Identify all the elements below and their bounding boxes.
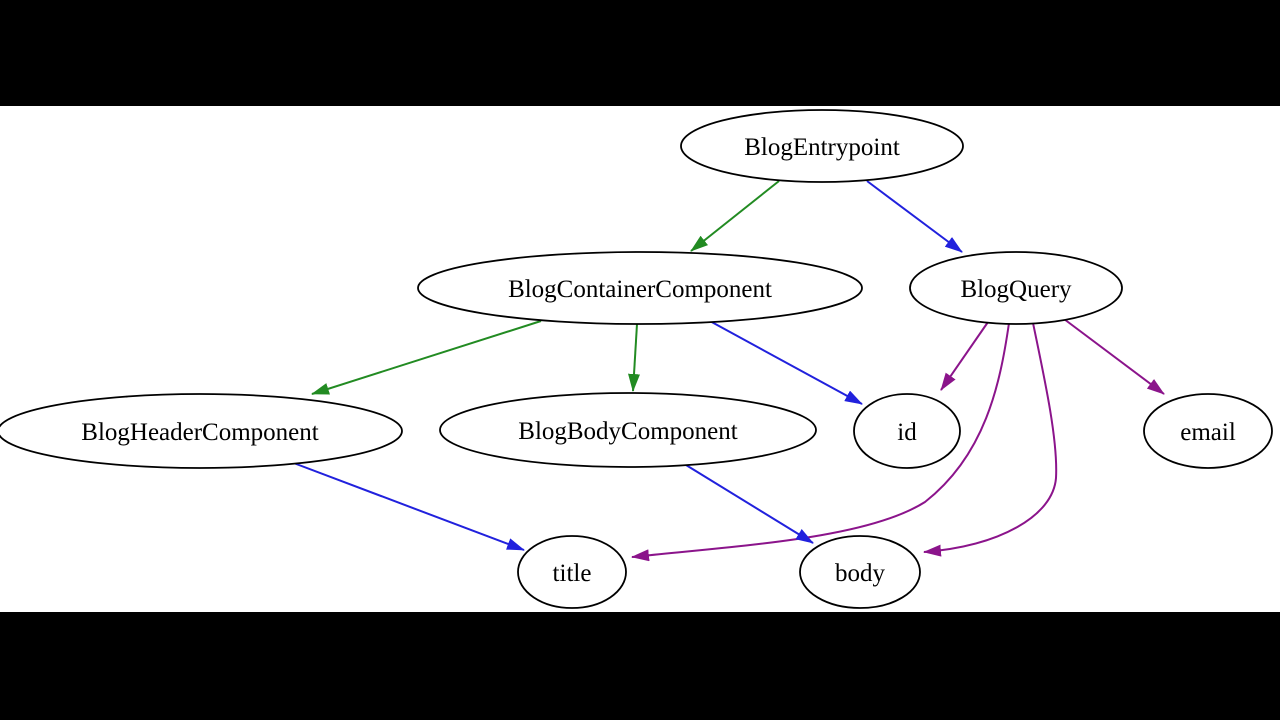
node-blogheadercomponent-label: BlogHeaderComponent bbox=[81, 419, 319, 446]
node-blogquery-label: BlogQuery bbox=[960, 276, 1072, 303]
edge-blogquery-to-email bbox=[1063, 318, 1165, 395]
node-body-label: body bbox=[835, 560, 886, 587]
diagram-canvas bbox=[0, 106, 1280, 612]
node-blogentrypoint-ellipse bbox=[680, 109, 964, 183]
node-blogbodycomponent: BlogBodyComponent bbox=[439, 392, 817, 468]
edge-blogbodycomponent-to-body bbox=[685, 464, 814, 544]
edge-blogheadercomponent-to-title bbox=[290, 461, 525, 551]
node-blogheadercomponent: BlogHeaderComponent bbox=[0, 393, 403, 469]
edge-blogentrypoint-to-blogquery bbox=[866, 180, 963, 253]
edge-blogcontainercomponent-to-id bbox=[707, 319, 863, 405]
edge-blogquery-to-title bbox=[631, 322, 1010, 562]
node-id-label: id bbox=[897, 419, 917, 446]
edge-blogcontainercomponent-to-blogheadercomponent bbox=[311, 320, 542, 395]
node-blogentrypoint: BlogEntrypoint bbox=[680, 109, 964, 183]
edge-blogentrypoint-to-blogcontainercomponent bbox=[690, 180, 780, 252]
node-body-ellipse bbox=[799, 535, 921, 609]
node-email-label: email bbox=[1180, 419, 1236, 446]
edge-blogquery-to-id bbox=[940, 321, 989, 391]
edge-blogquery-to-body bbox=[923, 322, 1058, 557]
node-blogquery-ellipse bbox=[909, 251, 1123, 325]
node-title-ellipse bbox=[517, 535, 627, 609]
node-id: id bbox=[853, 393, 961, 469]
node-body: body bbox=[799, 535, 921, 609]
node-blogbodycomponent-ellipse bbox=[439, 392, 817, 468]
edge-blogcontainercomponent-to-blogbodycomponent bbox=[628, 323, 641, 392]
node-blogquery: BlogQuery bbox=[909, 251, 1123, 325]
node-email-ellipse bbox=[1143, 393, 1273, 469]
node-email: email bbox=[1143, 393, 1273, 469]
node-blogentrypoint-label: BlogEntrypoint bbox=[744, 134, 900, 161]
node-id-ellipse bbox=[853, 393, 961, 469]
node-title: title bbox=[517, 535, 627, 609]
node-blogbodycomponent-label: BlogBodyComponent bbox=[518, 418, 738, 445]
node-title-label: title bbox=[553, 560, 592, 587]
node-blogcontainercomponent-ellipse bbox=[417, 251, 863, 325]
node-blogcontainercomponent: BlogContainerComponent bbox=[417, 251, 863, 325]
node-blogcontainercomponent-label: BlogContainerComponent bbox=[508, 276, 772, 303]
node-blogheadercomponent-ellipse bbox=[0, 393, 403, 469]
